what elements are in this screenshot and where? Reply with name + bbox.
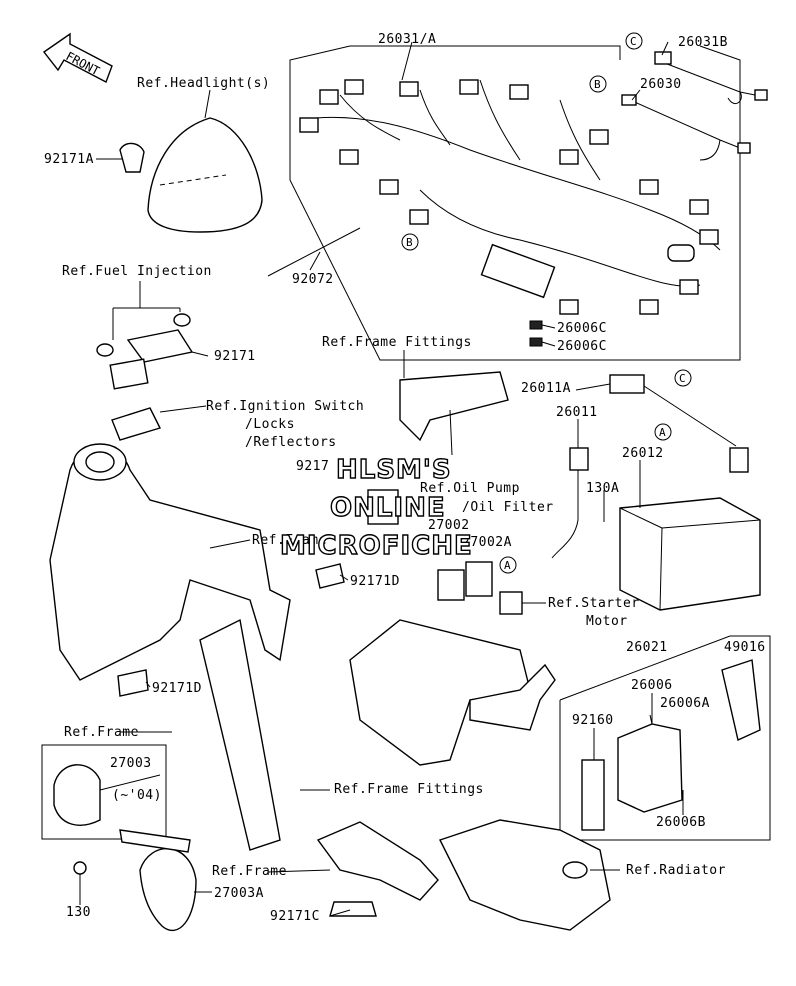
callout-c-top: C [625,32,643,50]
label-ref-headlight: Ref.Headlight(s) [137,76,270,91]
battery-cables [551,374,749,559]
main-harness-frame [289,45,741,361]
label-ref-ignition-1: Ref.Ignition Switch [206,399,364,414]
callout-a-right: A [654,423,672,441]
label-26006C-1: 26006C [557,321,607,336]
label-27003A: 27003A [214,886,264,901]
label-26031A: 26031/A [378,32,436,47]
label-ref-fuel-injection: Ref.Fuel Injection [62,264,212,279]
label-26012: 26012 [622,446,664,461]
label-ref-ignition-2: /Locks [245,417,295,432]
label-ref-frame-bottom: Ref.Frame [212,864,287,879]
callout-c-right: C [674,369,692,387]
label-130: 130 [66,905,91,920]
fuel-injection-parts [96,313,194,441]
label-92171C: 92171C [270,909,320,924]
label-92171: 92171 [214,349,256,364]
label-ref-ignition-3: /Reflectors [245,435,337,450]
label-ref-frame-fittings-bottom: Ref.Frame Fittings [334,782,484,797]
label-26006: 26006 [631,678,673,693]
svg-text:C: C [679,372,686,385]
label-9217-partial: 9217 [296,459,329,474]
front-arrow: FRONT [42,32,113,83]
label-26011: 26011 [556,405,598,420]
label-ref-frame-fittings-top: Ref.Frame Fittings [322,335,472,350]
frame-bottom [316,821,439,901]
label-ref-radiator: Ref.Radiator [626,863,726,878]
ecu-parts [581,659,761,831]
callout-b-left: B [401,233,419,251]
callout-a-mid: A [499,556,517,574]
label-27003-note: (~'04) [112,788,162,803]
label-92072: 92072 [292,272,334,287]
battery-case [349,619,556,766]
label-ref-oil-pump: Ref.Oil Pump [420,481,520,496]
watermark: HLSM'S ONLINE MICROFICHE [279,454,473,561]
label-49016: 49016 [724,640,766,655]
label-27002A: 27002A [462,535,512,550]
label-26021: 26021 [626,640,668,655]
battery-26012 [619,497,761,611]
watermark-line-2: ONLINE [330,493,446,523]
tie-strap-92072 [267,227,361,277]
callout-b-top: B [589,75,607,93]
label-ref-frame-left: Ref.Frame [64,725,139,740]
label-26031B: 26031B [678,35,728,50]
label-92171A: 92171A [44,152,94,167]
label-ref-starter-1: Ref.Starter [548,596,640,611]
headlight-outline [119,117,263,233]
frame-left [49,443,291,851]
main-wire-harness [299,79,721,347]
label-26006A: 26006A [660,696,710,711]
svg-text:A: A [504,559,511,572]
svg-text:C: C [630,35,637,48]
leader-lines [79,41,684,917]
label-ref-oil-filter: /Oil Filter [462,500,554,515]
watermark-line-1: HLSM'S [336,455,452,485]
label-27002: 27002 [428,518,470,533]
svg-text:B: B [594,78,601,91]
watermark-line-3: MICROFICHE [280,531,473,561]
label-26011A: 26011A [521,381,571,396]
clamp-92171D-lower [117,669,149,697]
label-92160: 92160 [572,713,614,728]
horn-27003-boxed [41,744,167,840]
sub-harness-26030 [621,94,751,161]
label-92171D-upper: 92171D [350,574,400,589]
clamp-92171D-upper [315,563,345,589]
label-26006C-2: 26006C [557,339,607,354]
svg-text:A: A [659,426,666,439]
label-ref-frame-mid: Ref.Frame [252,533,327,548]
label-26006B: 26006B [656,815,706,830]
part-labels: 26031/A 26031B 26030 Ref.Headlight(s) 92… [44,32,766,924]
ecu-box-frame [559,635,771,841]
svg-text:B: B [406,236,413,249]
label-27003: 27003 [110,756,152,771]
label-26030: 26030 [640,77,682,92]
label-130A: 130A [586,481,619,496]
horn-27003A [73,829,197,932]
radiator-cover [439,819,611,931]
label-ref-starter-2: Motor [586,614,628,629]
label-92171D-lower: 92171D [152,681,202,696]
relays-27002 [367,489,523,615]
sub-harness-26031B [654,51,768,104]
bracket-frame-fittings [399,371,509,456]
